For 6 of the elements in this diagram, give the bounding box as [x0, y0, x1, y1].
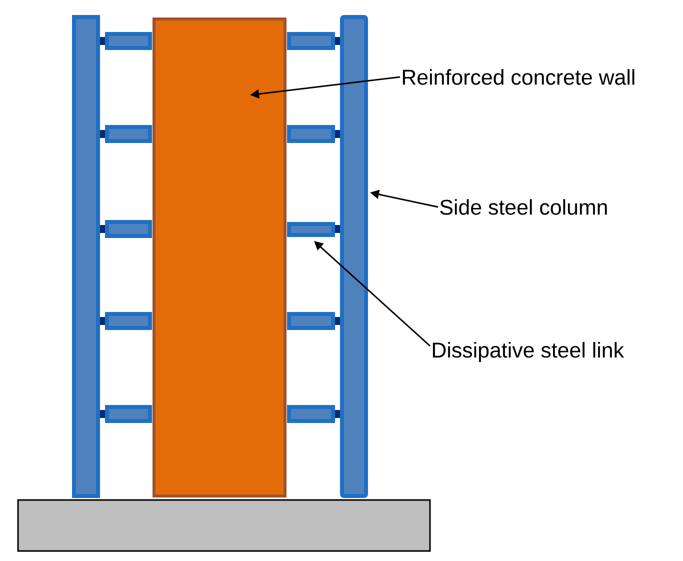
steel-column — [340, 14, 368, 498]
label: Reinforced concrete wall — [402, 69, 634, 85]
label: Side steel column — [440, 199, 607, 215]
concrete-wall — [152, 18, 286, 498]
label: Dissipative steel link — [432, 342, 624, 362]
steel-link — [287, 222, 335, 237]
